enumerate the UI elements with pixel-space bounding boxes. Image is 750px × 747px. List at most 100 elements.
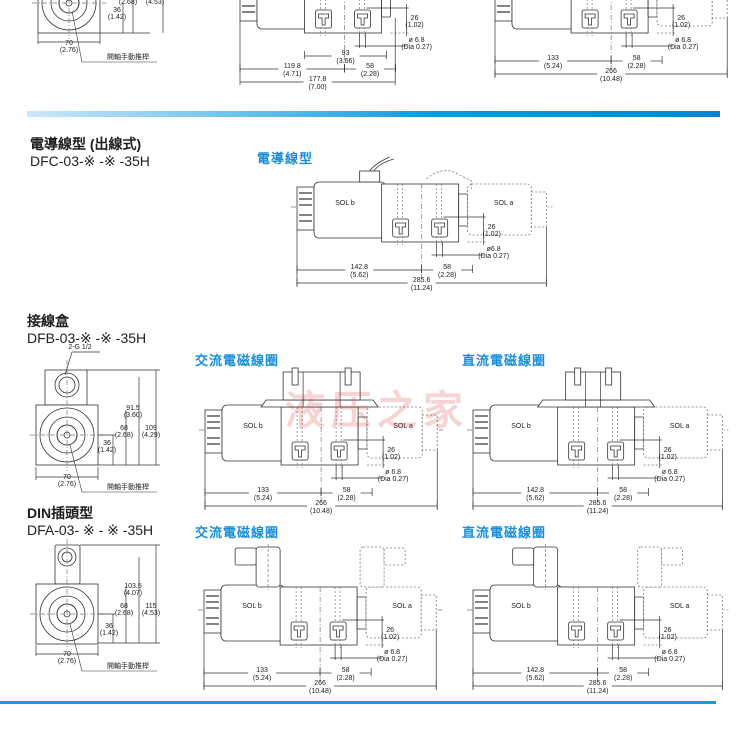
solenoid-coil-a-dashed [366, 406, 423, 459]
dim-half-value: 133 [257, 487, 269, 494]
dim-half-inch: (5.62) [350, 272, 368, 279]
dim-half-inch: (5.24) [253, 675, 271, 682]
dim-109-inch: (4.29) [142, 432, 160, 439]
dim-half-value: 133 [547, 55, 559, 62]
t-icon [623, 13, 635, 26]
dim-58-inch: (2.28) [614, 675, 632, 682]
end-view: 36(1.42)68(2.68)91.5(3.60)109(4.29)70(2.… [30, 344, 160, 493]
t-icon [332, 625, 344, 638]
sol-a-label: SOL a [392, 603, 412, 610]
dim-26-value: 26 [664, 447, 672, 454]
bottom-divider-line [0, 701, 716, 704]
dfb-dc-label: 直流電磁線圈 [462, 353, 547, 368]
knob-a-dashed [706, 414, 723, 451]
t-icon [294, 445, 306, 458]
dim-70-value: 70 [63, 474, 71, 481]
port-dia-value: ø 6.8 [409, 37, 425, 44]
dim-26-value: 26 [387, 447, 395, 454]
junction-box-flange [260, 399, 379, 408]
side-view: 26(1.02) ø 6.8(Dia 0.27) 133(5.24) 58(2.28)… [494, 0, 728, 83]
port-dia-inch: (Dia 0.27) [668, 44, 699, 51]
dim-68-value: 68 [120, 425, 128, 432]
lead-wire-tab [359, 170, 381, 183]
dim-58-value: 58 [619, 487, 627, 494]
dim-overall-value: 177.8 [309, 76, 327, 83]
dfc-model: DFC-03-※ -※ -35H [30, 153, 150, 169]
dim-58-value: 58 [343, 487, 351, 494]
dim-overall-inch: (10.48) [309, 688, 331, 695]
dim-36-inch: (1.42) [98, 447, 116, 454]
t-icon [293, 625, 305, 638]
manual-push-pin-note: 開軸手動推桿 [107, 661, 149, 670]
dfc-heading: 電導線型 (出線式) DFC-03-※ -※ -35H [30, 136, 150, 170]
port-dia-inch: (Dia 0.27) [654, 476, 685, 483]
port-dia-value: ø 6.8 [675, 37, 691, 44]
port-dia-value: ø 6.8 [662, 469, 678, 476]
t-icon [571, 445, 583, 458]
dim-overall-value: 266 [605, 68, 617, 75]
dim-58-inch: (2.28) [627, 63, 645, 70]
dim-36-value: 36 [105, 623, 113, 630]
dim-overall-inch: (11.24) [587, 508, 609, 515]
cable-gland-dashed [383, 547, 406, 566]
dim-26-inch: (1.02) [672, 22, 690, 29]
port-dia-inch: (Dia 0.27) [378, 476, 409, 483]
note-leader [69, 623, 157, 672]
solenoid-coil-b [489, 404, 563, 462]
cable-gland [512, 547, 535, 566]
junction-box-flange [536, 399, 656, 408]
port-dia-value: ø6.8 [487, 246, 501, 253]
dim-58-inch: (2.28) [361, 71, 379, 78]
solenoid-coil-b [313, 181, 387, 239]
knob-a-dashed [530, 191, 547, 228]
manual-push-pin-note: 開軸手動推桿 [107, 482, 149, 491]
body-nut [356, 596, 367, 630]
dim-half-inch: (5.24) [544, 63, 562, 70]
dim-58-inch: (2.28) [614, 495, 632, 502]
dim-overall-inch: (10.48) [600, 76, 622, 83]
solenoid-coil-b [256, 0, 309, 30]
port-leader [64, 351, 73, 376]
dim-overall-value: 285.6 [589, 680, 607, 687]
dim-half-value: 142.8 [527, 487, 545, 494]
din-plug-dashed [359, 546, 385, 588]
dim-half-value: 142.8 [351, 264, 369, 271]
side-view: 26(1.02)ø 6.8(Dia 0.27)93(3.66)119.8(4.7… [239, 0, 432, 91]
solenoid-coil-a-dashed [365, 586, 422, 639]
dim-overall-inch: (7.00) [308, 84, 326, 91]
lead-wires-dashed [426, 170, 473, 189]
port-dia-value: ø 6.8 [384, 649, 400, 656]
sol-a-label: SOL a [393, 423, 413, 430]
junction-box-bolt [574, 367, 582, 386]
dim-70-inch: (2.76) [58, 481, 76, 488]
sol-b-label: SOL b [335, 200, 355, 207]
sol-b-label: SOL b [511, 423, 531, 430]
dim-36-value: 36 [113, 7, 121, 14]
dim-70-value: 70 [65, 40, 73, 47]
dim-115-inch: (4.53) [142, 610, 160, 617]
port-dia-inch: (Dia 0.27) [401, 44, 432, 51]
note-leader [69, 444, 157, 493]
dim-26-inch: (1.02) [381, 634, 399, 641]
dim-58-value: 58 [633, 55, 641, 62]
dim-68-inch: (2.68) [115, 432, 133, 439]
note-leader [71, 10, 157, 63]
dim-26-value: 26 [677, 15, 685, 22]
dim-115-value: 115 [145, 603, 156, 610]
dim-58-value: 58 [443, 264, 451, 271]
dim-91-5-inch: (3.60) [124, 412, 142, 419]
port-dia-inch: (Dia 0.27) [654, 656, 685, 663]
solenoid-coil-a-dashed [643, 406, 708, 459]
port-dia-inch: (Dia 0.27) [377, 656, 408, 663]
din-ac-label: 交流電磁線圈 [195, 525, 280, 540]
dim-26-value: 26 [411, 15, 419, 22]
body-nut [647, 0, 658, 18]
solenoid-coil-b [511, 0, 576, 30]
dim-70-value: 70 [63, 651, 71, 658]
dim-36-inch: (1.42) [100, 630, 118, 637]
lead-wires [369, 156, 394, 172]
